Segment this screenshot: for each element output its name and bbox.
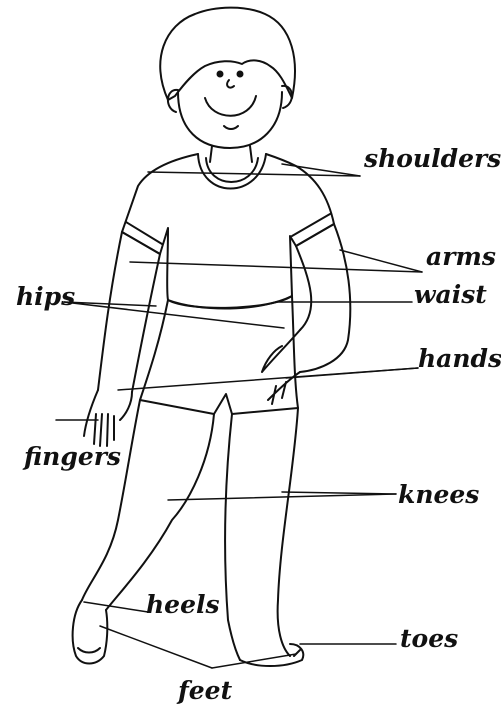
- knees-pointer-a: [168, 494, 396, 500]
- label-waist: waist: [414, 282, 487, 307]
- knees-pointer-b: [282, 492, 396, 494]
- collar: [198, 154, 266, 189]
- feet-pointer-a: [100, 626, 212, 668]
- left-hand: [84, 390, 132, 446]
- smile: [205, 96, 256, 116]
- label-knees: knees: [398, 482, 479, 507]
- label-heels: heels: [146, 592, 220, 617]
- label-feet: feet: [178, 678, 232, 703]
- heels-pointer: [84, 602, 148, 612]
- right-sleeve-band: [292, 214, 334, 246]
- label-arms: arms: [426, 244, 496, 269]
- arms-pointer-a: [130, 262, 422, 272]
- nose: [227, 80, 234, 88]
- shorts-waistband: [168, 296, 292, 309]
- right-leg: [225, 408, 298, 660]
- label-fingers: fingers: [24, 444, 121, 469]
- label-toes: toes: [400, 626, 458, 651]
- left-foot: [73, 600, 108, 664]
- right-eye: [238, 72, 243, 77]
- pointer-lines: [56, 164, 422, 668]
- left-sleeve-band: [122, 222, 162, 254]
- label-hips: hips: [16, 284, 75, 309]
- hands-pointer-b: [286, 368, 418, 378]
- face: [178, 92, 282, 148]
- arms-pointer-b: [340, 250, 422, 272]
- label-hands: hands: [418, 346, 501, 371]
- left-eye: [218, 72, 223, 77]
- label-shoulders: shoulders: [364, 146, 501, 171]
- chin: [224, 126, 238, 129]
- right-arm: [296, 224, 350, 372]
- shoulders-pointer-a: [148, 172, 360, 176]
